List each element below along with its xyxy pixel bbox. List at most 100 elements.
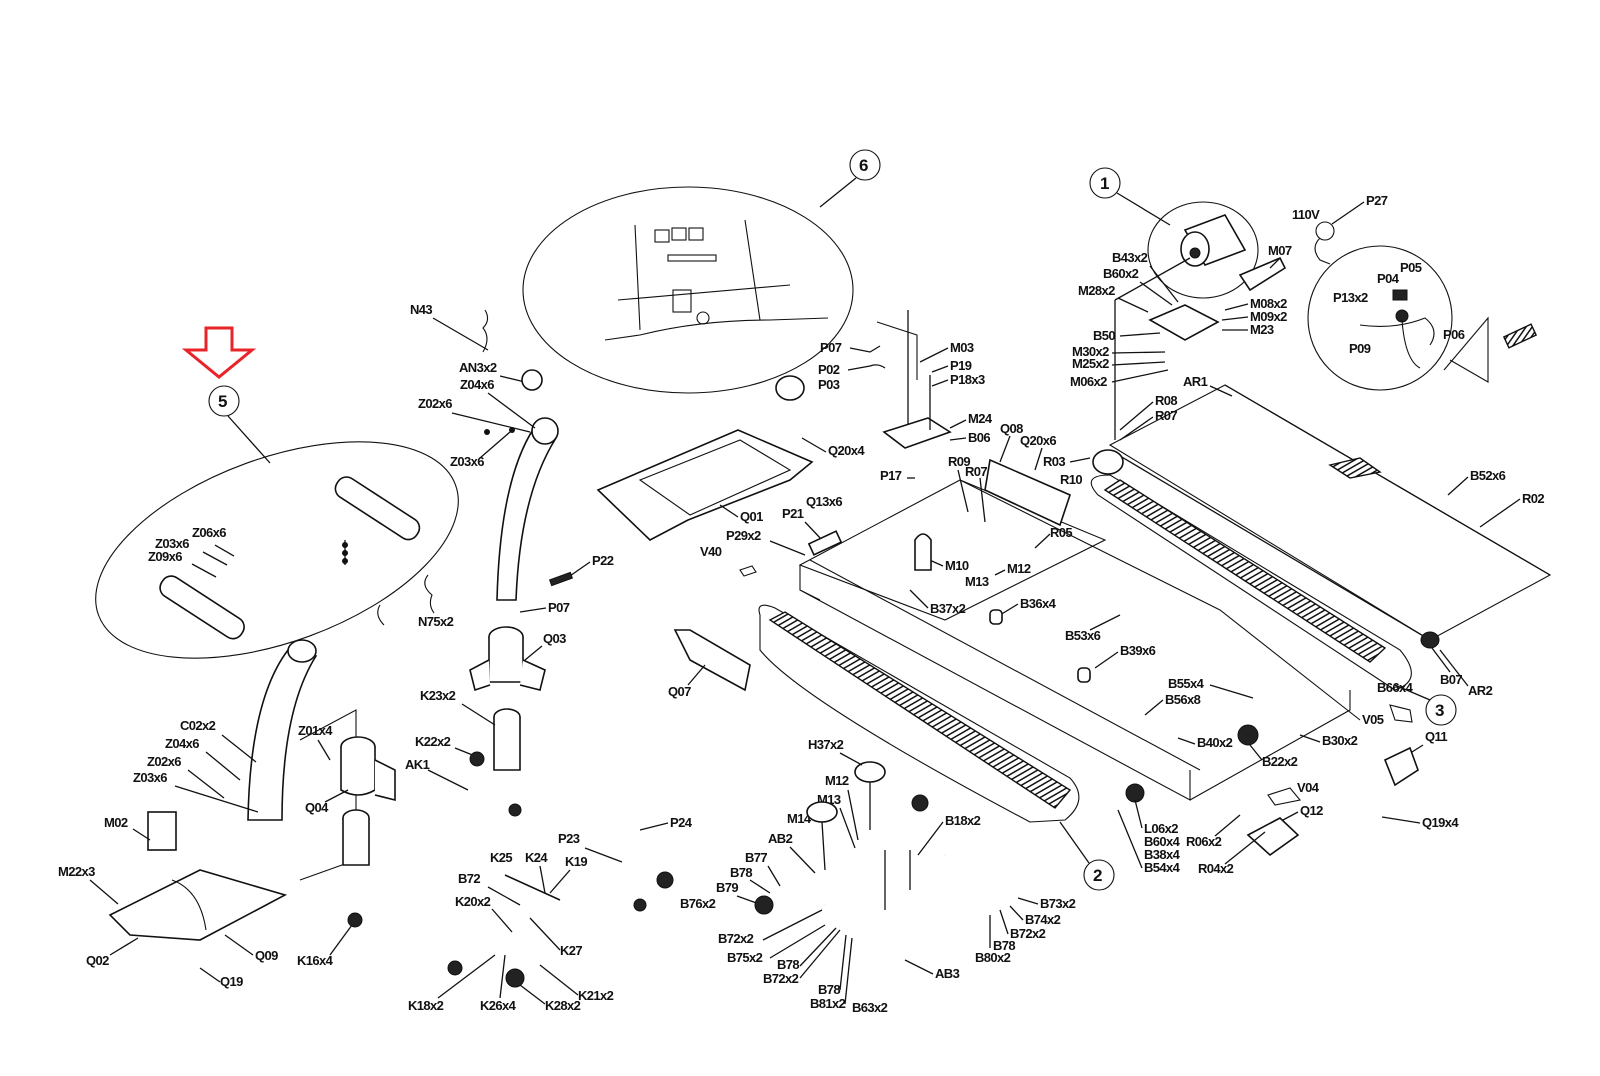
label-k28x2: K28x2 (545, 998, 581, 1013)
label-z01x4: Z01x4 (298, 723, 333, 738)
label-b43x2: B43x2 (1112, 250, 1148, 265)
label-b77: B77 (745, 850, 767, 865)
label-b06: B06 (968, 430, 990, 445)
console-bracket-assembly: P07 P02 P03 M03 P19 P18x3 M24 B06 P17 (775, 310, 993, 483)
label-b50: B50 (1093, 328, 1115, 343)
label-b72-base: B72 (458, 871, 480, 886)
label-b74x2: B74x2 (1025, 912, 1061, 927)
assembly-5-handlebar: 5 Z06x6 Z03x6 Z09x6 (95, 385, 459, 659)
label-k25: K25 (490, 850, 512, 865)
label-p23: P23 (558, 831, 580, 846)
assembly-6-callout (849, 149, 881, 181)
label-m22x3: M22x3 (58, 864, 95, 879)
label-b73x2: B73x2 (1040, 896, 1076, 911)
label-ak1: AK1 (405, 757, 430, 772)
label-k22x2: K22x2 (415, 734, 451, 749)
assembly-1-callout (1089, 167, 1121, 199)
assembly-5-number: 5 (218, 392, 227, 411)
label-n75x2: N75x2 (418, 614, 454, 629)
label-z02x6-right: Z02x6 (418, 396, 452, 411)
label-b53x6: B53x6 (1065, 628, 1101, 643)
label-k26x4: K26x4 (480, 998, 517, 1013)
label-b56x8: B56x8 (1165, 692, 1201, 707)
label-q02: Q02 (86, 953, 109, 968)
label-r10: R10 (1060, 472, 1082, 487)
label-b30x2: B30x2 (1322, 733, 1358, 748)
label-p22: P22 (592, 553, 614, 568)
right-upright-assembly: N43 AN3x2 Z04x6 Z02x6 Z03x6 P22 P07 N75x… (377, 302, 614, 692)
label-r03: R03 (1043, 454, 1065, 469)
label-k18x2: K18x2 (408, 998, 444, 1013)
label-m28x2: M28x2 (1078, 283, 1115, 298)
motor-hood-assembly: Q20x4 Q01 P21 Q13x6 P29x2 V40 Q07 (596, 429, 866, 699)
label-b22x2: B22x2 (1262, 754, 1298, 769)
label-z04x6: Z04x6 (165, 736, 199, 751)
label-k21x2: K21x2 (578, 988, 614, 1003)
label-110v: 110V (1292, 207, 1320, 222)
label-b66x4: B66x4 (1377, 680, 1414, 695)
motor-mount-assembly: B43x2 B60x2 M28x2 M08x2 M09x2 M23 B50 M3… (1070, 243, 1292, 441)
label-p05: P05 (1400, 260, 1422, 275)
label-q01: Q01 (740, 509, 763, 524)
label-b78-c: B78 (818, 982, 840, 997)
assembly-3-callout (1425, 694, 1457, 726)
assembly-1-number: 1 (1100, 174, 1109, 193)
label-b55x4: B55x4 (1168, 676, 1205, 691)
label-b60x4: B60x4 (1144, 834, 1181, 849)
label-b38x4: B38x4 (1144, 847, 1181, 862)
label-ab3: AB3 (935, 966, 960, 981)
label-m13-frame: M13 (965, 574, 989, 589)
assembly-2-callout (1083, 859, 1115, 891)
assembly-1-ellipse (1147, 201, 1259, 299)
label-r04x2: R04x2 (1198, 861, 1234, 876)
label-p21: P21 (782, 506, 804, 521)
label-p03: P03 (818, 377, 840, 392)
red-down-arrow-icon (181, 326, 257, 379)
label-p17: P17 (880, 468, 902, 483)
label-b72x2-b: B72x2 (763, 971, 799, 986)
assembly-6-number: 6 (859, 156, 868, 175)
label-b72x2-c: B72x2 (1010, 926, 1046, 941)
label-ar2: AR2 (1468, 683, 1493, 698)
label-n43: N43 (410, 302, 432, 317)
label-r07-center: R07 (965, 464, 987, 479)
label-p27: P27 (1366, 193, 1388, 208)
label-b76x2: B76x2 (680, 896, 716, 911)
label-m23: M23 (1250, 322, 1274, 337)
label-b54x4: B54x4 (1144, 860, 1181, 875)
label-q20x4: Q20x4 (828, 443, 865, 458)
label-z04x6-right: Z04x6 (460, 377, 494, 392)
label-z09x6: Z09x6 (148, 549, 182, 564)
label-v04: V04 (1297, 780, 1320, 795)
label-z03x6: Z03x6 (155, 536, 189, 551)
label-h37x2: H37x2 (808, 737, 844, 752)
label-v40: V40 (700, 544, 722, 559)
label-q07: Q07 (668, 684, 691, 699)
assembly-3-right-rail: 3 B66x4 (1090, 474, 1457, 726)
label-p19: P19 (950, 358, 972, 373)
rear-assembly: B55x4 B56x8 B40x2 V05 B30x2 B22x2 Q11 V0… (1117, 676, 1460, 876)
label-m07: M07 (1268, 243, 1292, 258)
label-z03x6-right: Z03x6 (450, 454, 484, 469)
label-m24: M24 (968, 411, 993, 426)
label-b75x2: B75x2 (727, 950, 763, 965)
label-p04: P04 (1377, 271, 1400, 286)
incline-frame-assembly: H37x2 M12 M13 M14 AB2 B77 B78 B79 B76x2 … (680, 737, 1076, 1015)
label-b39x6: B39x6 (1120, 643, 1156, 658)
assembly-2-number: 2 (1093, 866, 1102, 885)
label-b52x6: B52x6 (1470, 468, 1506, 483)
left-upright-assembly: C02x2 Z04x6 Z02x6 Z03x6 M02 M22x3 Q02 Q0… (58, 639, 396, 989)
deck-assembly: B52x6 R02 B07 AR2 (1092, 384, 1552, 698)
label-p24: P24 (670, 815, 693, 830)
label-m12: M12 (825, 773, 849, 788)
label-b37x2: B37x2 (930, 601, 966, 616)
label-q19x4: Q19x4 (1422, 815, 1459, 830)
label-k19: K19 (565, 854, 587, 869)
label-r06x2: R06x2 (1186, 834, 1222, 849)
label-m03: M03 (950, 340, 974, 355)
label-m14: M14 (787, 811, 812, 826)
label-b18x2: B18x2 (945, 813, 981, 828)
label-l06x2: L06x2 (1144, 821, 1178, 836)
label-b79: B79 (716, 880, 738, 895)
